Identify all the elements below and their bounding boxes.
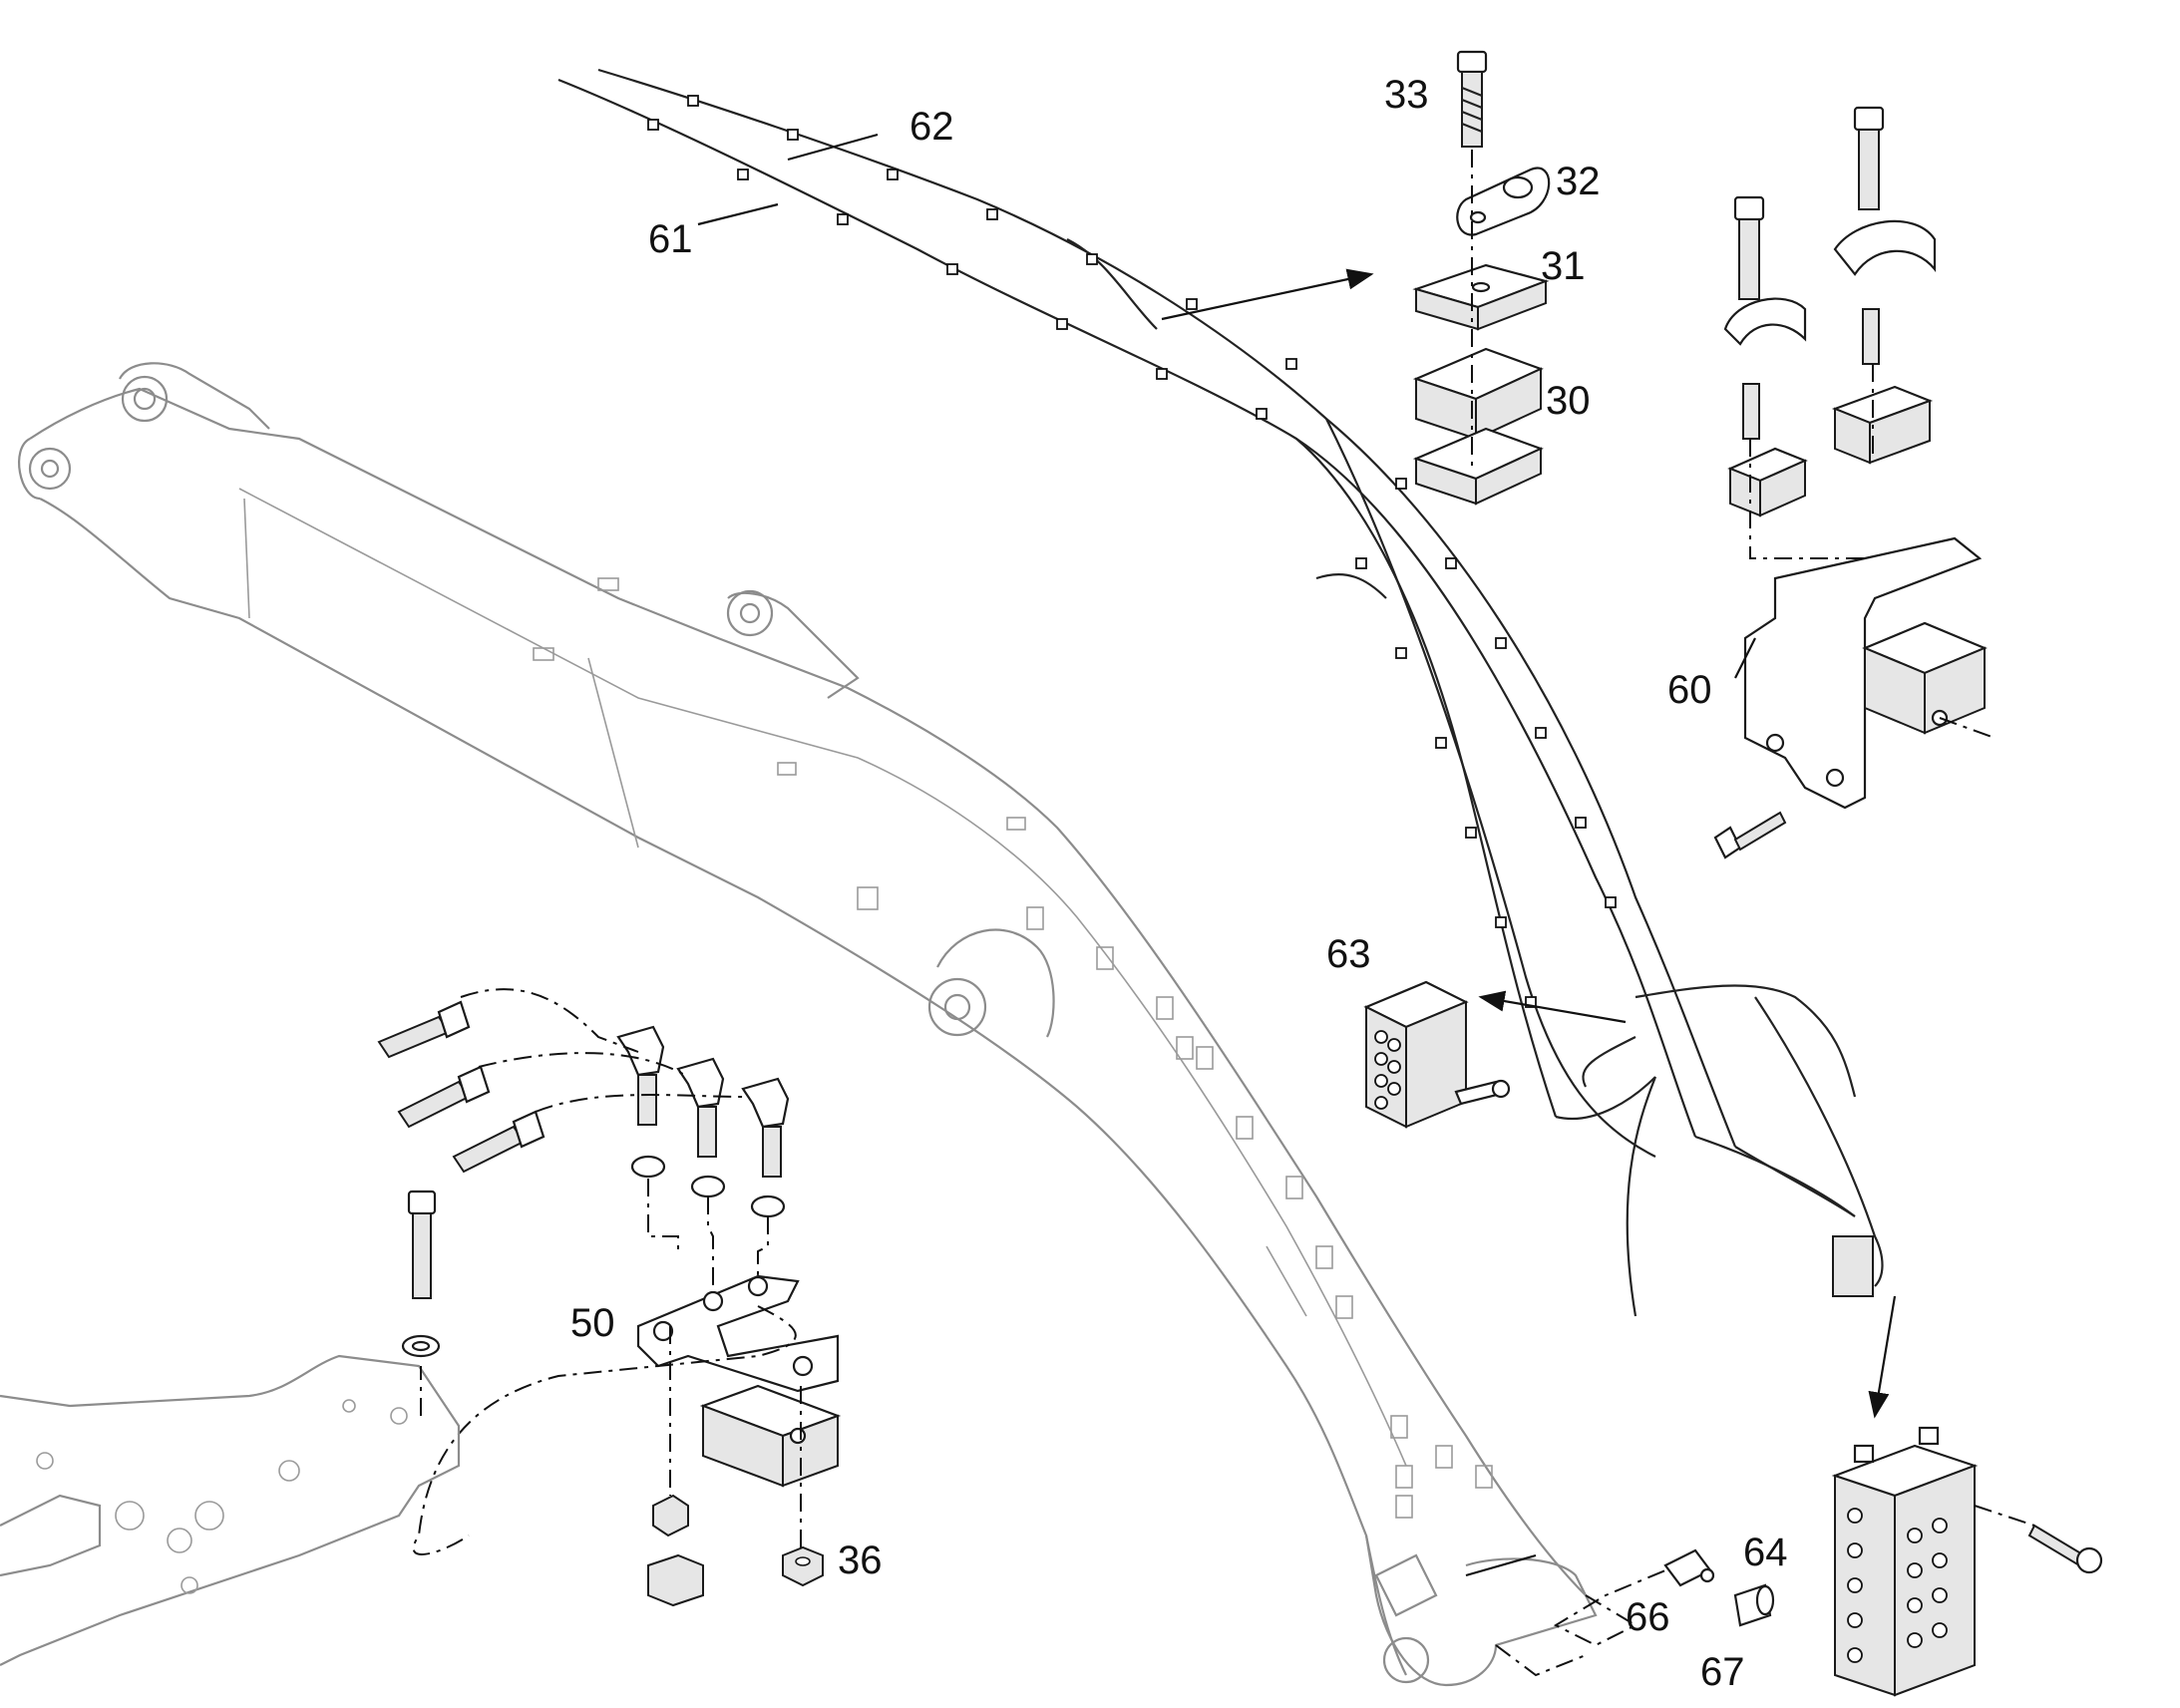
harness-connector (1832, 1235, 1874, 1297)
callout-62: 62 (909, 105, 954, 149)
bolt-33 (1456, 50, 1488, 148)
callout-32: 32 (1556, 160, 1601, 203)
boom-arm (18, 362, 1598, 1687)
long-bolt (401, 1190, 441, 1358)
plate-guide (412, 1305, 797, 1555)
spacer-block (699, 1384, 842, 1488)
nuts (647, 1494, 824, 1607)
callout-labels: 33 32 31 30 62 61 60 63 50 36 64 66 67 (570, 73, 1788, 1694)
clamp-assembly (1412, 50, 1551, 506)
junction-block-63 (1363, 980, 1511, 1129)
mounting-frame (0, 1354, 461, 1666)
leader-lines (697, 133, 1897, 1577)
callout-31: 31 (1541, 244, 1586, 288)
callout-61: 61 (648, 217, 693, 261)
callout-66: 66 (1626, 1595, 1670, 1639)
plate-50 (636, 1274, 840, 1393)
callout-36: 36 (838, 1538, 883, 1582)
callout-67: 67 (1700, 1650, 1745, 1694)
block-30 (1412, 347, 1544, 506)
callout-50: 50 (570, 1301, 615, 1345)
callout-63: 63 (1326, 932, 1371, 976)
callout-30: 30 (1546, 379, 1591, 423)
grease-nipple-66 (1663, 1548, 1715, 1587)
callout-60: 60 (1667, 668, 1712, 712)
fitting-guide (1553, 1569, 1666, 1647)
callout-64: 64 (1743, 1531, 1788, 1574)
distributor-64 (1831, 1426, 2103, 1697)
bracket-assembly-60 (1713, 106, 1996, 859)
callout-33: 33 (1384, 73, 1429, 117)
clamp-32 (1456, 167, 1551, 236)
tip-guide (1495, 1644, 1587, 1677)
hose-fittings (377, 988, 790, 1286)
cap-67 (1733, 1583, 1775, 1627)
plate-31 (1412, 263, 1550, 331)
wire-clips (647, 95, 1617, 1008)
